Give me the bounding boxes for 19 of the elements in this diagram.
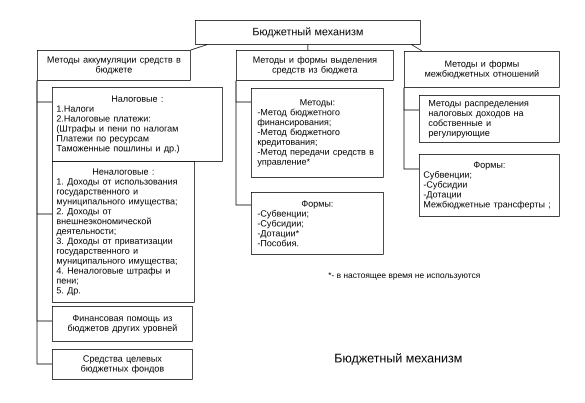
- text-box: Средства целевых бюджетных фондов: [52, 348, 193, 380]
- connector-line: [236, 80, 252, 206]
- caption: Бюджетный механизм: [335, 353, 462, 365]
- text-box: Методы распределения налоговых доходов на собственные и регулирующие: [419, 95, 560, 143]
- list-box: Формы: -Субвенции; -Субсидии; -Дотации* -Пособия.: [251, 192, 384, 255]
- list-box: Методы: -Метод бюджетного финансирования; -Метод бюджетного кредитования; -Метод передачи средств в управление*: [251, 88, 384, 178]
- title-box: Бюджетный механизм: [195, 20, 421, 45]
- connector-line: [411, 44, 422, 52]
- category-box: Методы и формы выделения средств из бюджета: [236, 50, 394, 81]
- connector-line: [404, 87, 420, 170]
- category-box: Методы и формы межбюджетных отношений: [404, 51, 560, 88]
- connector-line: [36, 80, 52, 364]
- list-box: Формы: Субвенции; -Субсидии -Дотации Межбюджетные трансферты ;: [419, 154, 560, 217]
- footnote: *- в настоящее время не используются: [328, 272, 480, 280]
- list-box: Неналоговые : 1. Доходы от использования государственного и муниципального имущества; 2. Доходы от внешнеэкономической деятельности; 3. Доходы от приватизации государственного и муниципального имущества; 4. Неналоговые штрафы и пени; 5. Др.: [52, 161, 195, 303]
- category-box: Методы аккумуляции средств в бюджете: [37, 50, 191, 81]
- list-box: Налоговые : 1.Налоги 2.Налоговые платежи: (Штрафы и пени по налогам Платежи по ресурсам Таможенные пошлины и др.): [52, 87, 223, 162]
- text-box: Финансовая помощь из бюджетов других уровней: [52, 306, 193, 342]
- connector-line: [190, 44, 208, 50]
